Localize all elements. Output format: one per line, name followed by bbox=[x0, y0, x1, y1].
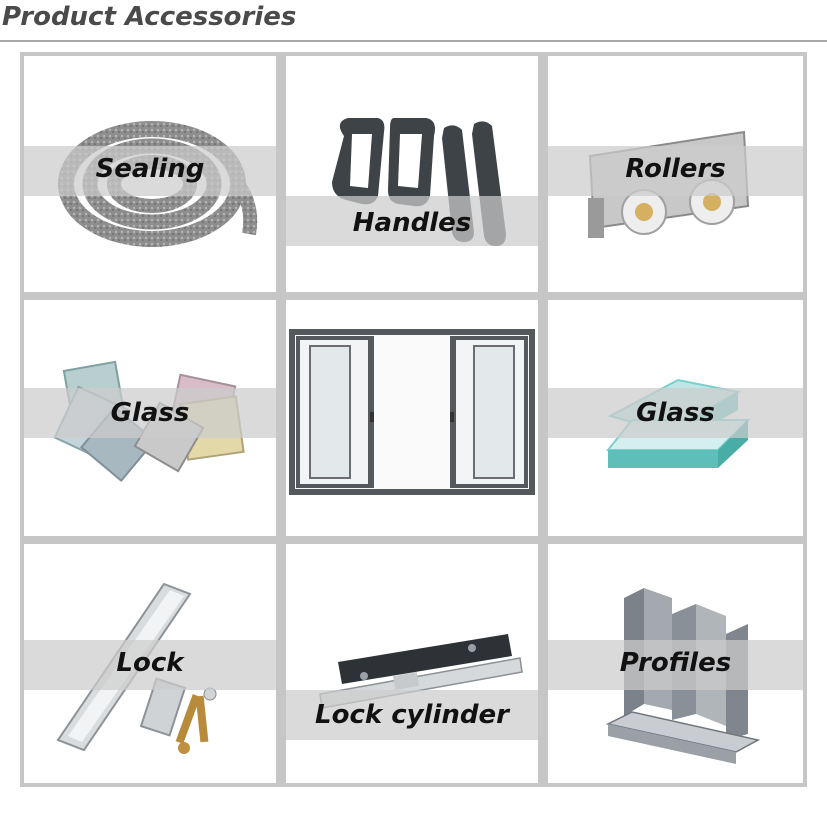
tile-lock-cylinder[interactable]: Lock cylinder bbox=[286, 544, 538, 783]
tile-rollers[interactable]: Rollers bbox=[548, 56, 803, 292]
tile-label: Lock bbox=[116, 648, 184, 678]
lock-cylinder-image bbox=[319, 634, 523, 709]
tile-sealing[interactable]: Sealing bbox=[24, 56, 276, 292]
label-band bbox=[24, 388, 276, 438]
sliding-window-image bbox=[289, 329, 535, 495]
label-band bbox=[24, 146, 276, 196]
label-band bbox=[286, 196, 538, 246]
tile-label: Glass bbox=[636, 398, 715, 428]
label-band bbox=[548, 640, 803, 690]
tile-label: Glass bbox=[110, 398, 190, 428]
label-band bbox=[286, 690, 538, 740]
tile-label: Handles bbox=[352, 208, 472, 238]
handles-image bbox=[332, 118, 506, 246]
label-band bbox=[548, 388, 803, 438]
label-band bbox=[24, 640, 276, 690]
accessories-grid: Sealing Handles Rollers bbox=[20, 52, 807, 787]
tile-lock[interactable]: Lock bbox=[24, 544, 276, 783]
tile-label: Rollers bbox=[625, 154, 726, 184]
tile-handles[interactable]: Handles bbox=[286, 56, 538, 292]
label-band bbox=[548, 146, 803, 196]
tile-glass-colored[interactable]: Glass bbox=[24, 300, 276, 536]
tile-profiles[interactable]: Profiles bbox=[548, 544, 803, 783]
tile-label: Sealing bbox=[95, 154, 205, 184]
header-divider bbox=[0, 40, 827, 42]
tile-label: Profiles bbox=[619, 648, 732, 678]
tile-glass-clear[interactable]: Glass bbox=[548, 300, 803, 536]
page-title: Product Accessories bbox=[2, 2, 297, 32]
tile-sliding-window[interactable] bbox=[286, 300, 538, 536]
tile-label: Lock cylinder bbox=[315, 700, 509, 730]
page-header: Product Accessories bbox=[0, 0, 827, 44]
